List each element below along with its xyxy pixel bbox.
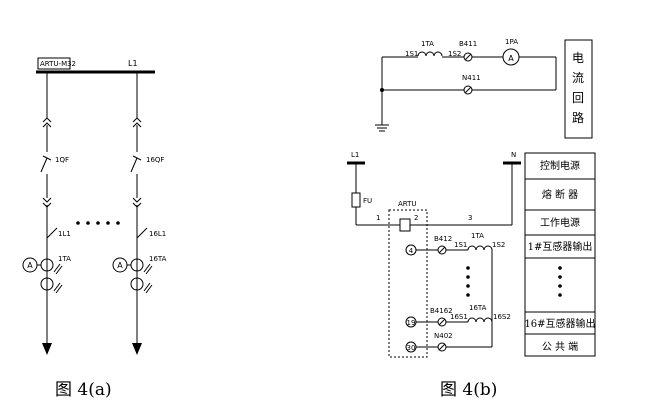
terminal-b4162-label: B4162 [430, 307, 453, 315]
feeder-1-label: 1L1 [58, 230, 71, 238]
feeder-1-arrow [42, 343, 52, 355]
ct16-s2-label: 16S2 [493, 313, 511, 321]
pin-2-label: 2 [414, 214, 418, 222]
ct-1-label: 1TA [58, 255, 71, 263]
pin-3-label: 3 [468, 214, 472, 222]
s1-label-top: 1S1 [405, 50, 418, 58]
ct-1-coil-b [40, 277, 54, 291]
legend-item-ct1-output: 1#互感器输出 [528, 240, 593, 253]
line-n-label: N [511, 151, 516, 159]
ct1-s2-label: 1S2 [492, 241, 505, 249]
legend-item-control-power: 控制电源 [540, 159, 580, 172]
feeder-16-arrow [132, 343, 142, 355]
ct16-s1-label: 16S1 [450, 313, 468, 321]
terminal-4-label: 4 [409, 247, 414, 255]
pin-1-label: 1 [376, 214, 380, 222]
breaker-16-label: 16QF [146, 156, 164, 164]
fuse-icon [351, 192, 361, 208]
device-label-box [37, 57, 71, 70]
line-l1-label: L1 [351, 151, 359, 159]
legend-item-common: 公 共 端 [542, 340, 578, 353]
fuse-label: FU [363, 197, 372, 205]
terminal-30-label: 30 [407, 344, 416, 352]
ammeter-1-symbol: A [27, 261, 33, 270]
ct-continuation-dots [466, 266, 470, 297]
ct1-label: 1TA [471, 232, 484, 240]
diagram-a: ARTU-M32 L1 1QF 1L1 A 1TA [22, 57, 167, 400]
diagram-b-current-loop: 1S1 1S2 1TA B411 A 1PA N411 电流回路 [375, 38, 593, 139]
terminal-n402-label: N402 [434, 332, 453, 340]
withdrawable-contact-top [42, 117, 52, 128]
caption-a: 图 4(a) [55, 380, 112, 400]
ct16-label: 16TA [469, 304, 487, 312]
ammeter-1pa-label: 1PA [505, 38, 518, 46]
ct-16-coil-a [130, 258, 144, 272]
device-label: ARTU-M32 [40, 60, 76, 68]
ct1-coil [467, 245, 493, 251]
artu-box [388, 209, 428, 358]
current-loop-box [564, 39, 593, 139]
legend-box [524, 152, 596, 357]
terminal-b411-label: B411 [459, 40, 477, 48]
ct-coil-top [417, 51, 443, 57]
ct16-coil [467, 317, 493, 323]
feeder-continuation-dots [76, 221, 120, 225]
ammeter-16-symbol: A [117, 261, 123, 270]
current-loop-label: 电流回路 [572, 51, 584, 125]
artu-label: ARTU [398, 200, 417, 208]
ct1-s1-label: 1S1 [454, 241, 467, 249]
ct-16-label: 16TA [149, 255, 167, 263]
legend-item-working-power: 工作电源 [540, 216, 580, 229]
ct-label-top: 1TA [421, 40, 434, 48]
breaker-1-label: 1QF [55, 156, 69, 164]
ammeter-1pa-symbol: A [508, 54, 514, 63]
legend-column: 控制电源 熔 断 器 工作电源 1#互感器输出 16#互感器输出 公 共 端 [524, 152, 596, 357]
ct-16-coil-b [130, 277, 144, 291]
terminal-b412-label: B412 [434, 235, 452, 243]
breaker-1-blade [40, 157, 48, 173]
feeder-1: 1QF 1L1 A 1TA [22, 72, 71, 355]
terminal-19-label: 19 [407, 319, 416, 327]
diagram-b-wiring: L1 FU 1 N 2 3 ARTU 4 B412 1S1 1TA 1S2 [347, 151, 521, 358]
ct-1-coil-a [40, 258, 54, 272]
breaker-16-blade [130, 157, 138, 173]
terminal-n411-label: N411 [462, 74, 481, 82]
artu-power-module [399, 218, 411, 232]
legend-dots [558, 266, 562, 297]
legend-item-ct16-output: 16#互感器输出 [524, 317, 595, 330]
feeder-16-label: 16L1 [149, 230, 166, 238]
s2-label-top: 1S2 [448, 50, 461, 58]
feeder-16: 16QF 16L1 A 16TA [112, 72, 167, 355]
caption-b: 图 4(b) [440, 380, 497, 400]
legend-item-fuse: 熔 断 器 [542, 188, 578, 201]
bus-label: L1 [128, 59, 138, 68]
